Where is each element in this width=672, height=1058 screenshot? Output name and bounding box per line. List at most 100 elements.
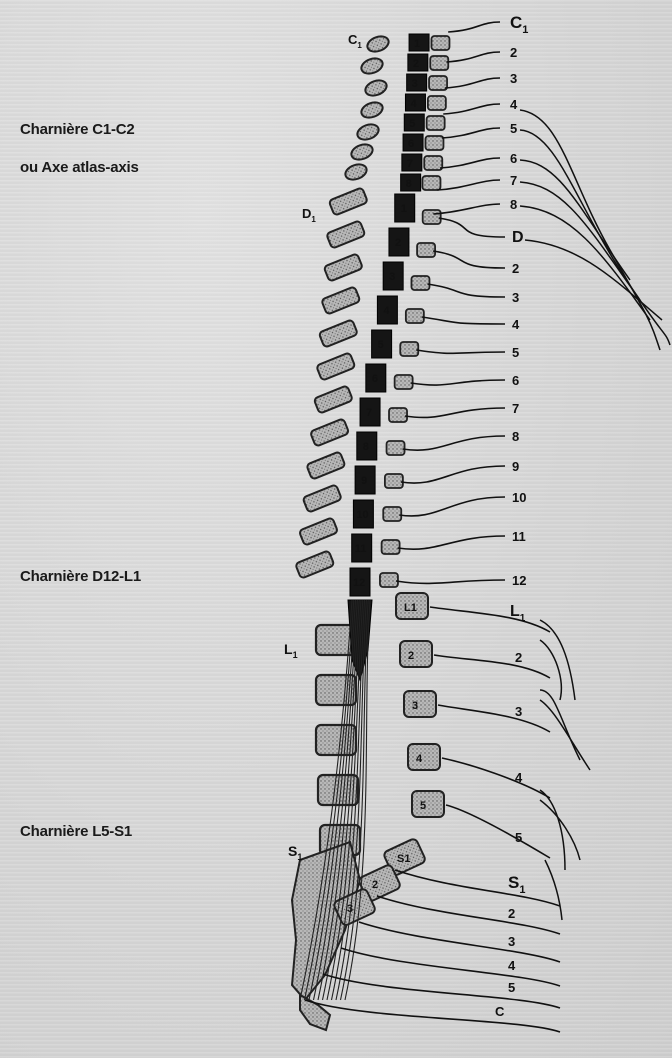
cervical-vertebra — [359, 100, 384, 121]
nerve-label-lumbar: 5 — [515, 830, 522, 845]
foramen-box — [411, 276, 429, 290]
nerve-label-dorsal: 8 — [512, 429, 519, 444]
lumbar-nerve — [438, 705, 550, 732]
lumbar-body-number: 2 — [408, 650, 414, 662]
segment-number: 8 — [406, 178, 412, 190]
cervical-nerve — [446, 52, 500, 62]
vertebra-label-c1: C1 — [348, 32, 362, 50]
nerve-label-sacral: C — [495, 1004, 505, 1019]
cervical-vertebra — [359, 56, 384, 77]
vertebra-label-l1: L1 — [284, 641, 298, 660]
nerve-label-cervical: 5 — [510, 121, 517, 136]
nerve-label-dorsal: 9 — [512, 459, 519, 474]
segment-number: 7 — [407, 158, 413, 170]
foramen-box — [385, 474, 403, 488]
nerve-label-dorsal: 3 — [512, 290, 519, 305]
cervical-vertebra — [363, 78, 388, 99]
dorsal-nerve — [433, 251, 505, 268]
segment-number: 6 — [372, 373, 378, 385]
foramen-box — [389, 408, 407, 422]
foramen-box — [382, 540, 400, 554]
dorsal-nerve — [399, 497, 505, 516]
dorsal-nerve — [411, 380, 505, 385]
cervical-nerve — [443, 104, 500, 114]
foramen-box — [387, 441, 405, 455]
nerve-label-sacral: 2 — [508, 906, 515, 921]
foramen-box — [427, 116, 445, 130]
segment-number: 4 — [383, 305, 390, 317]
nerve-label-sacral: 4 — [508, 958, 516, 973]
cervical-nerve — [437, 180, 500, 190]
dorsal-nerve — [422, 317, 505, 324]
foramen-box — [425, 136, 443, 150]
dorsal-vertebra — [326, 220, 365, 248]
nerve-label-lumbar: L1 — [510, 603, 526, 624]
foramen-box — [400, 342, 418, 356]
coccyx — [300, 995, 330, 1030]
segment-number: 5 — [378, 339, 384, 351]
lumbar-body-right — [400, 641, 432, 667]
nerve-label-lumbar: 2 — [515, 650, 522, 665]
cervical-nerve — [448, 22, 500, 32]
foramen-box — [406, 309, 424, 323]
foramen-box — [395, 375, 413, 389]
foramen-box — [429, 76, 447, 90]
segment-number: 1 — [414, 38, 420, 50]
dorsal-nerve — [396, 580, 505, 583]
segment-number: 2 — [395, 237, 401, 249]
sacral-body-number: 2 — [372, 879, 378, 891]
cervical-vertebra — [365, 34, 390, 55]
foramen-box — [428, 96, 446, 110]
segment-number: 4 — [410, 98, 417, 110]
segment-number: 6 — [408, 138, 414, 150]
dorsal-vertebra — [295, 550, 334, 578]
plexus-branch — [540, 620, 575, 700]
dorsal-vertebra — [299, 517, 338, 545]
nerve-label-sacral: 3 — [508, 934, 515, 949]
cervical-nerve — [445, 78, 500, 88]
nerve-label-dorsal: 11 — [512, 529, 526, 544]
segment-number: 2 — [413, 58, 419, 70]
foramen-box — [422, 176, 440, 190]
dorsal-nerve — [416, 350, 505, 353]
segment-number: 10 — [356, 509, 368, 521]
nerve-label-sacral: S1 — [508, 873, 525, 896]
dorsal-vertebra — [319, 319, 358, 347]
nerve-label-dorsal: 7 — [512, 401, 519, 416]
foramen-box — [430, 56, 448, 70]
cervical-nerve — [433, 204, 500, 214]
segment-number: 9 — [361, 475, 367, 487]
lumbar-body-right — [404, 691, 436, 717]
foramen-box — [424, 156, 442, 170]
nerve-label-dorsal: 4 — [512, 317, 520, 332]
sacral-body-number: S1 — [397, 853, 410, 865]
nerve-label-dorsal: 6 — [512, 373, 519, 388]
plexus-branch — [540, 700, 590, 770]
lumbar-body-number: L1 — [404, 602, 417, 614]
segment-number: 11 — [355, 543, 367, 555]
sacral-nerve — [395, 870, 560, 906]
plexus-branch — [545, 860, 562, 920]
segment-number: 8 — [363, 441, 369, 453]
nerve-label-dorsal: D — [512, 229, 524, 246]
dorsal-vertebra — [306, 451, 345, 479]
dorsal-vertebra — [329, 187, 368, 215]
nerve-label-cervical: 7 — [510, 173, 517, 188]
foramen-box — [431, 36, 449, 50]
dorsal-vertebra — [316, 352, 355, 380]
dorsal-nerve — [405, 408, 505, 417]
plexus-branch — [540, 800, 580, 860]
nerve-label-dorsal: 2 — [512, 261, 519, 276]
cervical-vertebra — [355, 122, 380, 143]
nerve-label-cervical: 2 — [510, 45, 517, 60]
nerve-label-dorsal: 10 — [512, 490, 526, 505]
nerve-label-sacral: 5 — [508, 980, 515, 995]
dorsal-nerve — [401, 466, 505, 483]
nerve-label-cervical: 8 — [510, 197, 517, 212]
nerve-label-dorsal: 12 — [512, 573, 526, 588]
lumbar-nerve — [434, 655, 550, 678]
lumbar-nerve — [430, 607, 550, 632]
vertebra-label-s1: S1 — [288, 843, 302, 862]
lumbar-nerve — [442, 758, 550, 798]
